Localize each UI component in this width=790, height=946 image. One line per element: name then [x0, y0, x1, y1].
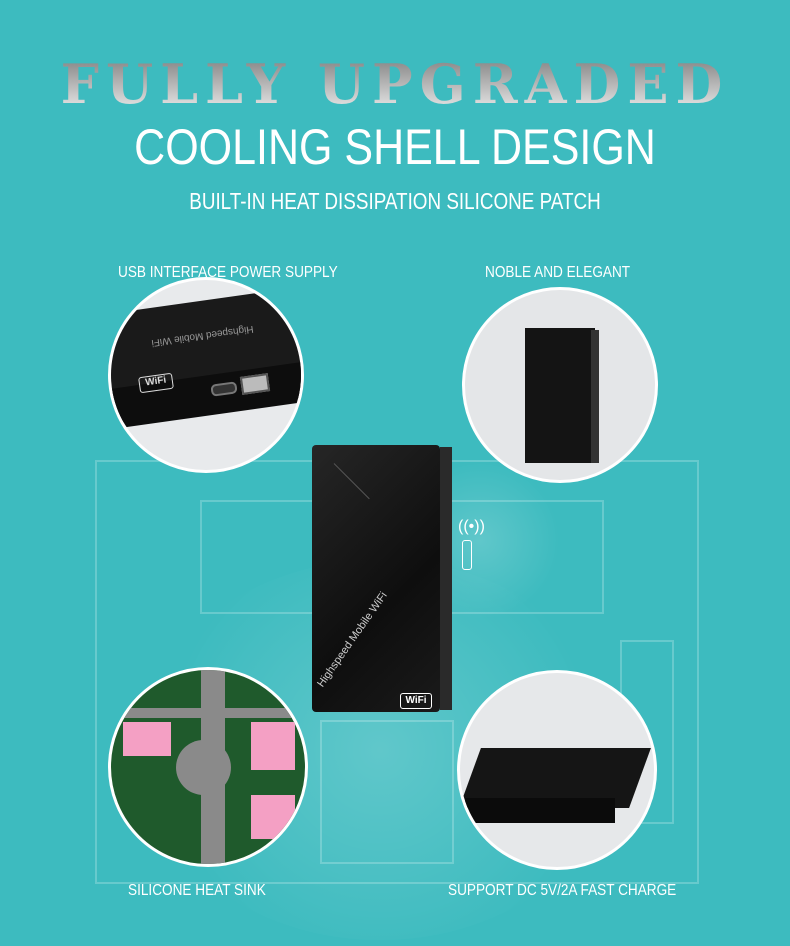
wifi-signal-icon: ((•)) — [458, 518, 485, 535]
headline: FULLY UPGRADED — [0, 52, 790, 116]
device-print: Highspeed Mobile WiFi — [315, 589, 390, 690]
device-standing-image — [462, 287, 658, 483]
floorplan-bg — [320, 720, 454, 864]
tagline: BUILT-IN HEAT DISSIPATION SILICONE PATCH — [189, 188, 601, 214]
fast-charge-image — [457, 670, 657, 870]
silicone-sink-image — [108, 667, 308, 867]
feature-label: NOBLE AND ELEGANT — [485, 264, 631, 281]
phone-icon — [462, 540, 472, 570]
feature-label: SUPPORT DC 5V/2A FAST CHARGE — [448, 882, 677, 899]
feature-label: USB INTERFACE POWER SUPPLY — [118, 264, 338, 281]
usb-closeup-image: WiFi Highspeed Mobile WiFi — [108, 277, 304, 473]
subtitle: COOLING SHELL DESIGN — [134, 119, 656, 175]
mobile-wifi-device: Highspeed Mobile WiFi WiFi — [312, 445, 452, 712]
wifi-badge: WiFi — [400, 693, 432, 709]
feature-label: SILICONE HEAT SINK — [128, 882, 266, 899]
